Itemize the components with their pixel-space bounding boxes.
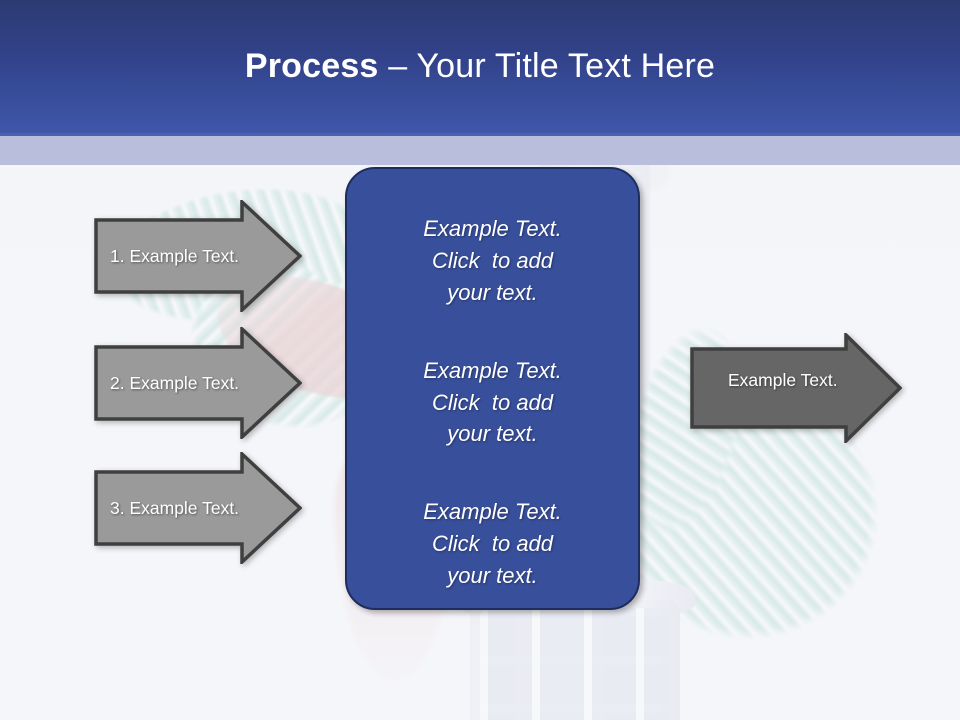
panel-text-block-2-line-1: Example Text. (423, 357, 562, 383)
panel-text-block-2-line-2: Click to add (431, 389, 554, 415)
panel-text-block-1-line-3: your text. (447, 279, 538, 305)
panel-text-block-1-line-1: Example Text. (423, 216, 562, 241)
panel-text-block-1[interactable]: Example Text. Click to add your text. (369, 213, 616, 309)
arrow-right-shape-icon (94, 452, 302, 564)
header-divider-rule (0, 133, 960, 136)
process-output-arrow[interactable]: Example Text. (690, 333, 902, 443)
page-title-separator: – (378, 47, 417, 85)
photo-element-basket (470, 600, 680, 720)
arrow-right-shape-icon (94, 327, 302, 439)
panel-text-block-3[interactable]: Example Text. Click to add your text. (369, 496, 616, 592)
process-arrow-1[interactable]: 1. Example Text. (94, 200, 302, 312)
panel-text-block-3-line-3: your text. (447, 563, 538, 589)
photo-element-basket-pattern (480, 608, 670, 720)
arrow-right-shape-icon (94, 200, 302, 312)
panel-text-block-2-line-3: your text. (447, 421, 538, 447)
panel-text-block-3-line-1: Example Text. (423, 499, 562, 525)
panel-text-block-3-line-2: Click to add (431, 531, 554, 557)
process-arrow-3[interactable]: 3. Example Text. (94, 452, 302, 564)
page-title-rest: Your Title Text Here (416, 47, 716, 85)
arrow-right-shape-icon (690, 333, 902, 443)
panel-text-block-1-line-2: Click to add (431, 247, 554, 273)
process-arrow-2[interactable]: 2. Example Text. (94, 327, 302, 439)
page-title: Process – Your Title Text Here (0, 47, 960, 86)
header-accent-band (0, 136, 960, 165)
panel-text-block-2[interactable]: Example Text. Click to add your text. (369, 355, 616, 451)
slide-header: Process – Your Title Text Here (0, 0, 960, 135)
page-title-strong: Process (244, 47, 379, 85)
center-content-panel[interactable]: Example Text. Click to add your text. Ex… (345, 167, 640, 610)
